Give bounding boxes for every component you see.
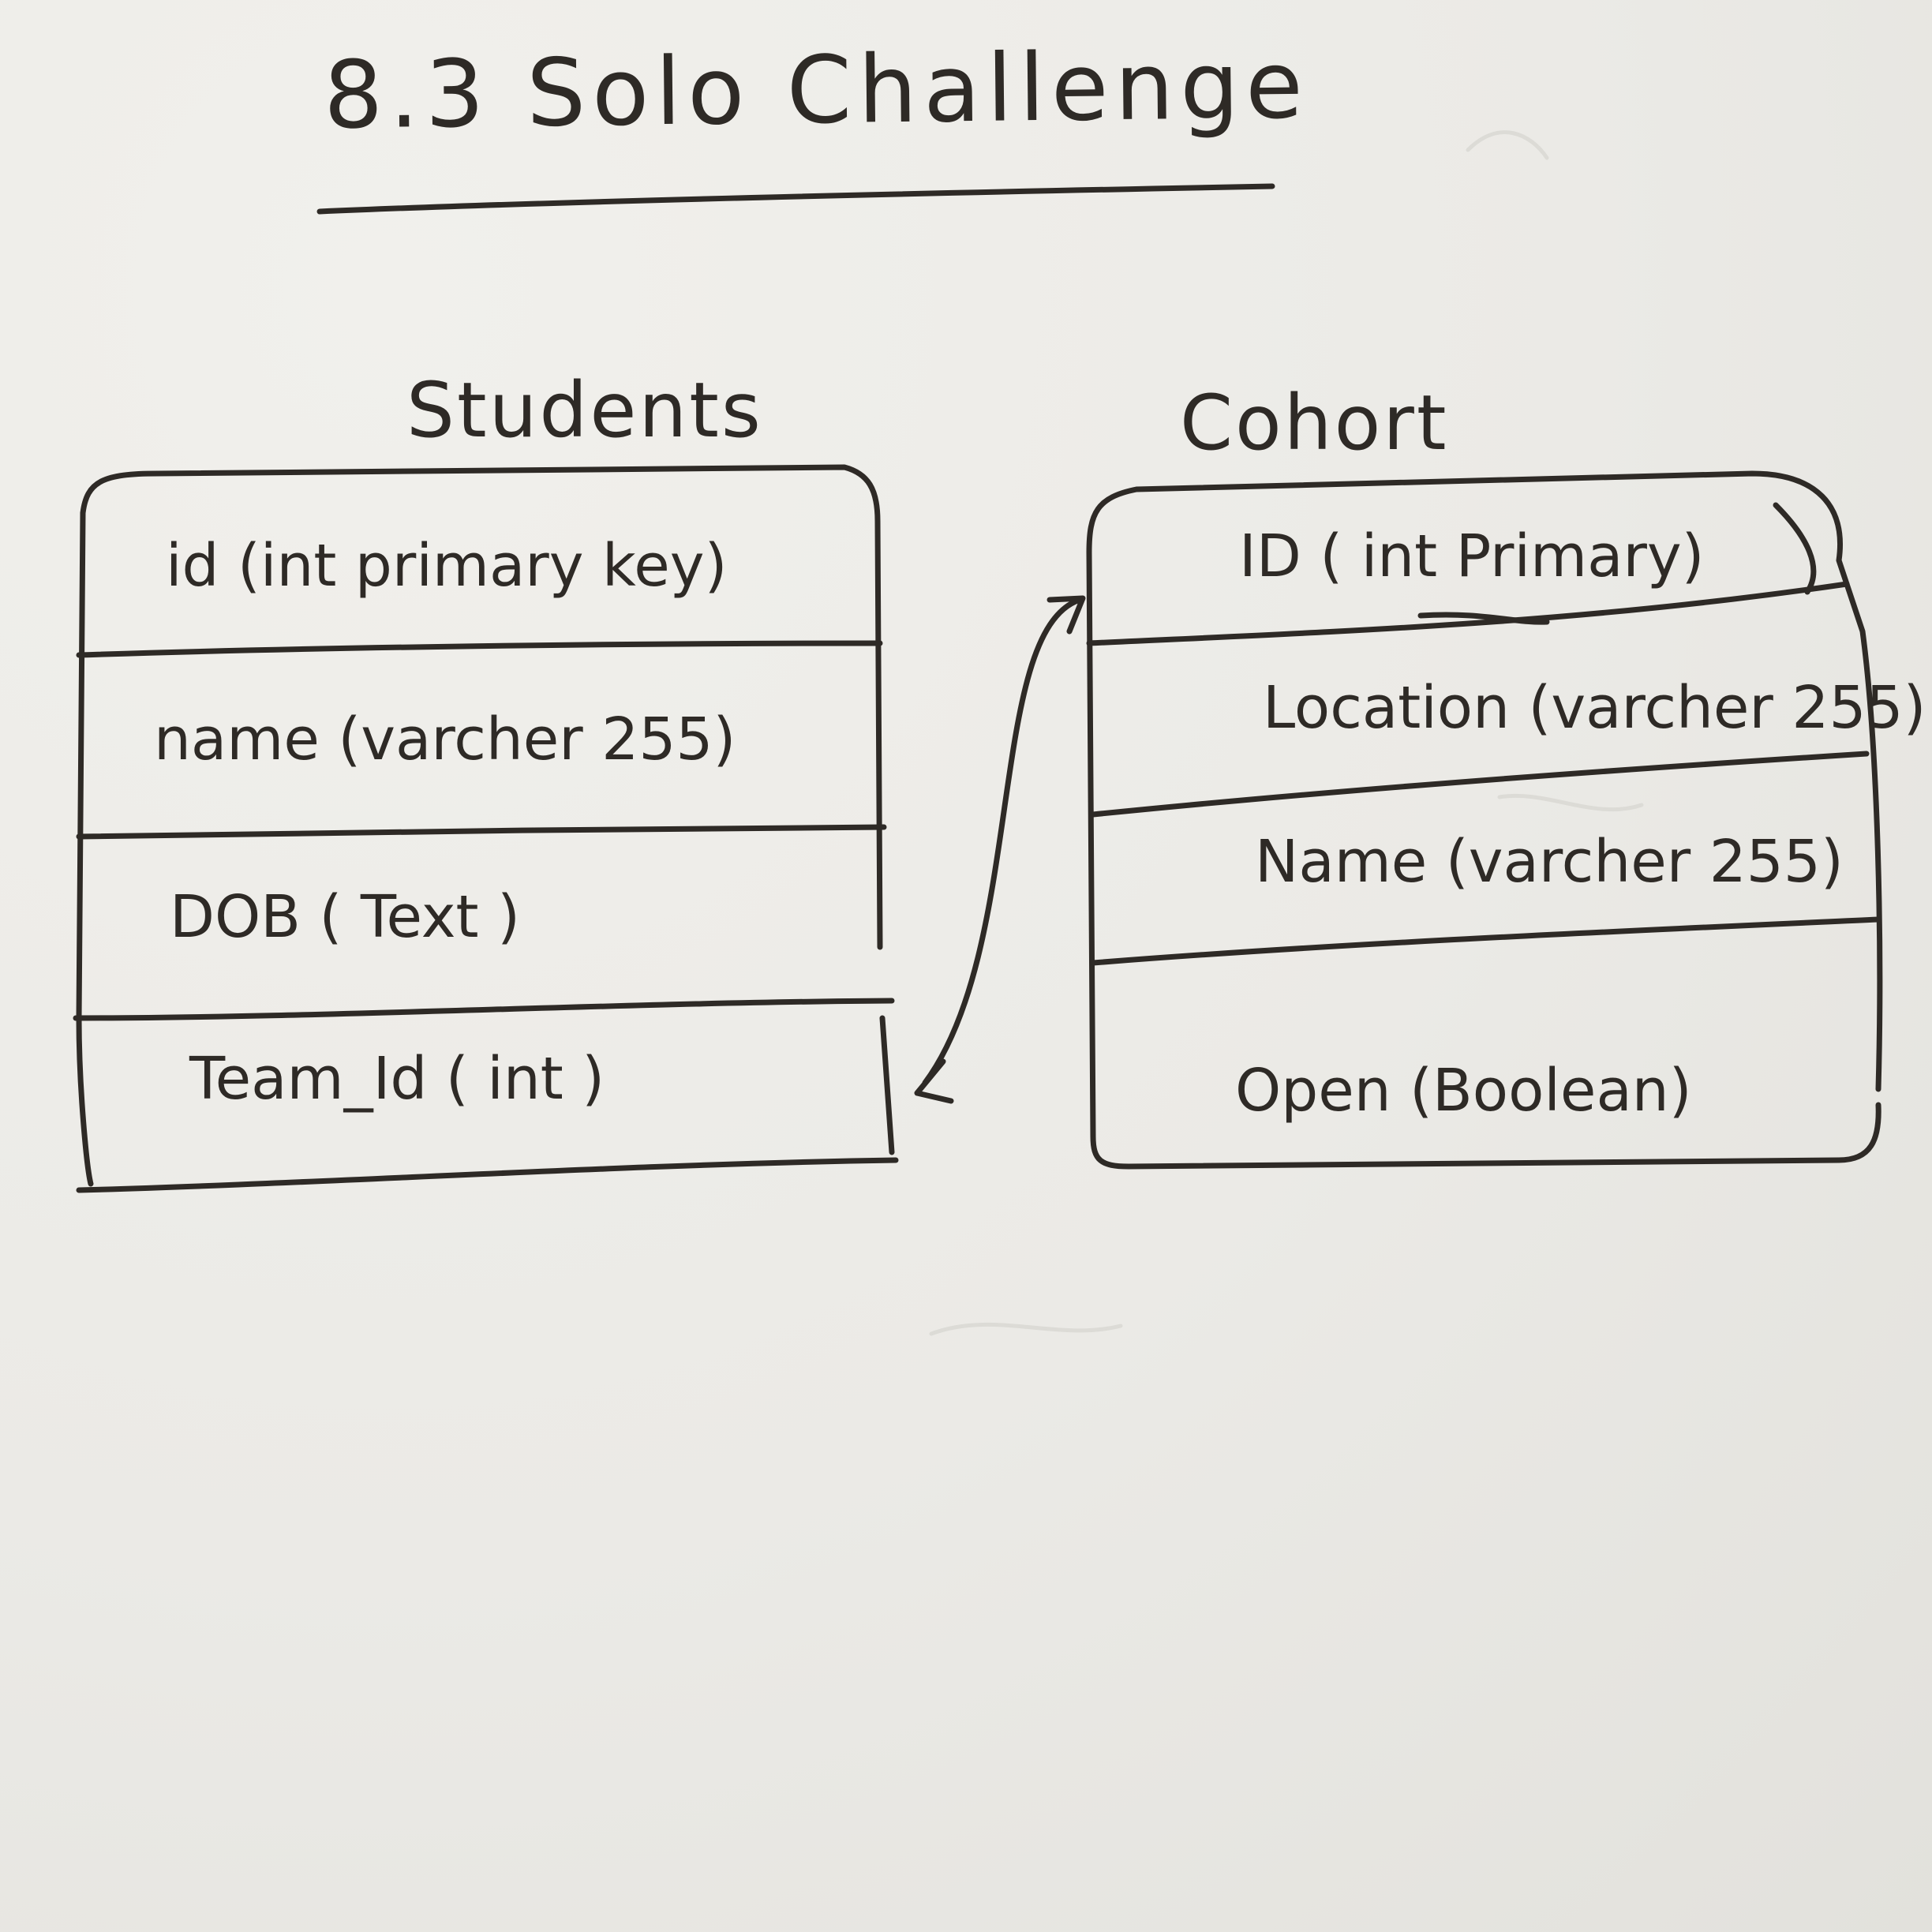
cohort-field-name: Name (varcher 255): [1255, 828, 1844, 896]
students-row-divider: [73, 998, 895, 1021]
relationship-arrow: [914, 595, 1086, 1104]
arrowhead-cohort: [1046, 595, 1086, 635]
arrowhead-students: [914, 1058, 954, 1104]
cohort-row-divider: [1086, 581, 1850, 646]
cohort-field-open: Open (Boolean): [1235, 1057, 1692, 1125]
scribble-mark: [1773, 502, 1817, 595]
page-title: 8.3 Solo Challenge: [323, 30, 1310, 150]
cohort-field-id: ID ( int Primary): [1239, 522, 1705, 590]
cohort-row-divider: [1090, 916, 1881, 966]
cohort-table-outline: [1086, 470, 1883, 1170]
students-row-divider: [76, 824, 887, 840]
cohort-row-divider: [1090, 751, 1870, 818]
bleed-through-mark: [1466, 130, 1549, 160]
students-field-id: id (int primary key): [166, 532, 728, 600]
cohort-field-location: Location (varcher 255): [1263, 674, 1926, 742]
bleed-through-mark: [929, 1322, 1123, 1336]
cohort-table-title: Cohort: [1180, 379, 1449, 467]
students-field-team-id: Team_Id ( int ): [189, 1045, 605, 1113]
students-row-divider: [76, 640, 883, 658]
bleed-through-mark: [1497, 793, 1644, 812]
students-field-name: name (varcher 255): [154, 706, 736, 773]
title-underline: [316, 183, 1275, 215]
relationship-line: [922, 597, 1083, 1086]
scribble-mark: [1417, 612, 1550, 625]
students-field-dob: DOB ( Text ): [170, 883, 520, 951]
students-table-outline: [73, 464, 899, 1193]
students-table-title: Students: [406, 366, 763, 455]
